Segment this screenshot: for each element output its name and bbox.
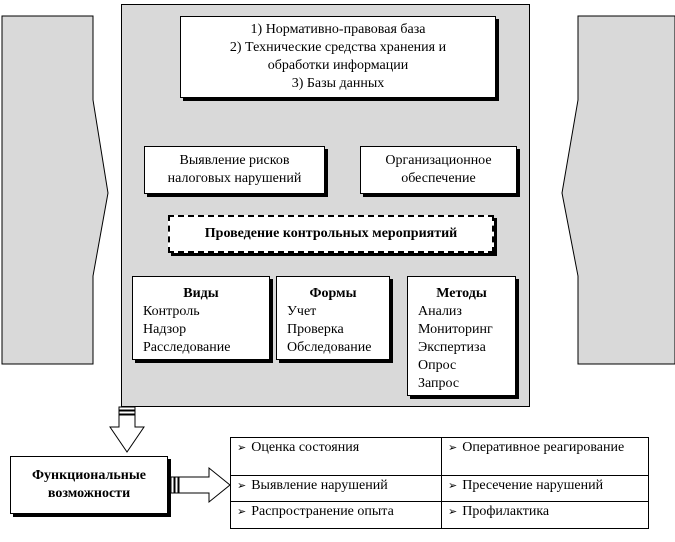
hollow-arrow-panel-to-functional: [109, 406, 145, 453]
capability-cell: Пресечение нарушений: [462, 478, 604, 493]
forms-title: Формы: [309, 286, 357, 301]
bullet-arrow-icon: ➢: [237, 506, 247, 518]
types-title: Виды: [183, 286, 219, 301]
capability-cell: Профилактика: [462, 504, 550, 519]
table-row: ➢ Профилактика: [442, 502, 648, 528]
control-activities-box: Проведение контрольных мероприятий: [168, 215, 494, 253]
right-side-arrow: [561, 15, 675, 365]
types-item-1: Контроль: [143, 304, 200, 319]
functional-capabilities-line-1: Функциональные: [32, 468, 146, 483]
forms-item-1: Учет: [287, 304, 317, 319]
table-row: ➢ Распространение опыта: [231, 502, 441, 528]
table-row: ➢ Оценка состояния: [231, 438, 441, 475]
methods-title: Методы: [436, 286, 487, 301]
control-activities-label: Проведение контрольных мероприятий: [204, 226, 458, 241]
forms-item-3: Обследование: [287, 340, 372, 355]
functional-capabilities-box: Функциональные возможности: [10, 456, 168, 514]
capabilities-table: ➢ Оценка состояния ➢ Оперативное реагирова…: [230, 437, 649, 529]
capability-cell: Оценка состояния: [251, 440, 360, 455]
table-divider-row-1: [231, 475, 648, 476]
methods-item-3: Экспертиза: [418, 340, 486, 355]
bullet-arrow-icon: ➢: [448, 442, 458, 454]
resources-line-1: 1) Нормативно-правовая база: [250, 22, 426, 37]
bullet-arrow-icon: ➢: [237, 480, 247, 492]
organizational-support-box: Организационное обеспечение: [360, 146, 517, 194]
forms-item-2: Проверка: [287, 322, 344, 337]
bullet-arrow-icon: ➢: [448, 480, 458, 492]
methods-item-1: Анализ: [418, 304, 462, 319]
table-row: ➢ Оперативное реагирование: [442, 438, 648, 475]
table-row: ➢ Пресечение нарушений: [442, 476, 648, 501]
methods-item-2: Мониторинг: [418, 322, 493, 337]
table-divider-vertical: [441, 438, 442, 528]
types-box: Виды Контроль Надзор Расследование: [132, 276, 270, 360]
organizational-support-line-1: Организационное: [385, 153, 492, 168]
table-row: ➢ Выявление нарушений: [231, 476, 441, 501]
risk-detection-line-2: налоговых нарушений: [167, 171, 302, 186]
resources-line-4: 3) Базы данных: [291, 76, 385, 91]
resources-line-2: 2) Технические средства хранения и: [229, 40, 447, 55]
resources-box: 1) Нормативно-правовая база 2) Техническ…: [180, 16, 496, 98]
bullet-arrow-icon: ➢: [448, 506, 458, 518]
left-side-arrow: [1, 15, 109, 365]
bullet-arrow-icon: ➢: [237, 442, 247, 454]
capability-cell: Оперативное реагирование: [462, 440, 625, 455]
risk-detection-box: Выявление рисков налоговых нарушений: [144, 146, 325, 194]
capability-cell: Выявление нарушений: [251, 478, 388, 493]
capability-cell: Распространение опыта: [251, 504, 394, 519]
functional-capabilities-line-2: возможности: [47, 486, 131, 501]
hollow-arrow-functional-to-table: [170, 466, 231, 504]
types-item-2: Надзор: [143, 322, 187, 337]
risk-detection-line-1: Выявление рисков: [179, 153, 290, 168]
types-item-3: Расследование: [143, 340, 231, 355]
methods-item-5: Запрос: [418, 376, 460, 391]
methods-box: Методы Анализ Мониторинг Экспертиза Опро…: [407, 276, 516, 396]
forms-box: Формы Учет Проверка Обследование: [276, 276, 390, 360]
methods-item-4: Опрос: [418, 358, 457, 373]
organizational-support-line-2: обеспечение: [401, 171, 476, 186]
table-divider-row-2: [231, 501, 648, 502]
resources-line-3: обработки информации: [267, 58, 409, 73]
